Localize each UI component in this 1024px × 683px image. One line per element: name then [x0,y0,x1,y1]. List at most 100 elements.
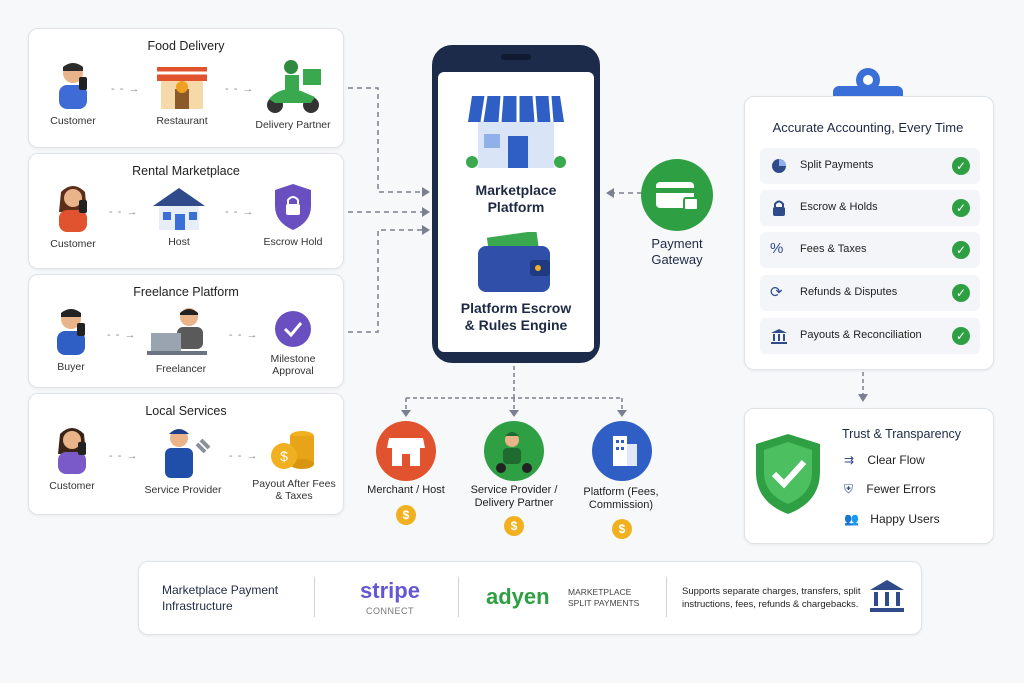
accounting-title: Accurate Accounting, Every Time [772,120,964,135]
accounting-row: % Fees & Taxes ✓ [760,232,980,268]
trust-title: Trust & Transparency [842,427,962,441]
payout-arrows [401,366,627,417]
person-phone-icon [59,186,87,232]
actor-label: Delivery Partner [255,119,331,131]
dashed-arrow: - - → [109,206,139,218]
actor-customer: Customer [41,182,105,250]
infra-title: Marketplace Payment Infrastructure [162,583,279,613]
dashed-arrow: - - → [111,83,141,95]
flow-lines-icon: ⇉ [844,453,855,467]
bank-icon [771,329,787,344]
actor-label: Customer [49,480,95,492]
merchant-icon [376,421,436,481]
actor-label: Service Provider [144,484,222,496]
coins-icon: $ [271,431,314,469]
phone-speaker [501,54,531,60]
trust-item-label: Clear Flow [867,453,925,467]
row-label: Payouts & Reconciliation [800,329,922,341]
person-phone-icon [59,63,87,109]
flow-title: Rental Marketplace [132,164,240,178]
actor-label: Payout After Fees & Taxes [252,478,336,502]
actor-customer: Customer [39,424,105,492]
flow-card-local: Local Services Customer - - → Service Pr… [28,393,344,515]
dashed-arrow: - - → [109,450,139,462]
payout-label: Service Provider / Delivery Partner [470,484,558,510]
infra-note: Supports separate charges, transfers, sp… [682,586,861,611]
flow-title: Food Delivery [147,39,225,53]
actor-label: Freelancer [155,363,207,375]
storefront-icon [466,95,566,168]
actor-customer: Customer [43,59,103,127]
coin-icon: $ [504,516,524,536]
actor-label: Milestone Approval [270,353,316,377]
gateway-label: Payment Gateway [651,236,703,268]
actor-service-provider: Service Provider [137,424,229,496]
check-icon: ✓ [952,327,970,345]
platform-title: Marketplace Platform [475,182,557,215]
actor-host: Host [143,184,215,248]
down-arrow [858,372,868,402]
technician-icon [165,429,211,478]
flow-card-rental: Rental Marketplace Customer - - → Host -… [28,153,344,269]
bank-icon [870,580,904,612]
trust-item: ⇉ Clear Flow [844,453,925,467]
wallet-icon [478,232,550,292]
house-icon [153,188,205,230]
users-icon: 👥 [844,512,859,526]
gateway-arrow [606,188,642,198]
row-label: Fees & Taxes [800,243,867,255]
percent-icon: % [770,240,784,257]
shield-lock-icon [275,184,311,230]
person-phone-icon [58,428,86,474]
accounting-row: Escrow & Holds ✓ [760,190,980,226]
infra-bar [138,561,922,635]
trust-item-label: Fewer Errors [866,482,936,496]
check-icon: ✓ [952,157,970,175]
actor-delivery: Delivery Partner [251,55,335,131]
shield-check-icon [756,434,820,514]
restaurant-icon [157,67,207,109]
delivery-partner-icon [484,421,544,481]
payout-label: Platform (Fees, Commission) [583,486,659,512]
coin-icon: $ [396,505,416,525]
check-circle-icon [275,311,311,347]
trust-item-label: Happy Users [870,512,940,526]
laptop-worker-icon [147,308,207,355]
flow-title: Local Services [145,404,227,418]
person-phone-icon [57,309,85,355]
svg-text:$: $ [280,448,288,464]
actor-freelancer: Freelancer [141,305,221,375]
refresh-icon: ⟳ [770,284,783,301]
shield-icon: ⛨ [844,482,854,496]
dashed-arrow: - - → [107,329,137,341]
flow-card-freelance: Freelance Platform Buyer - - → Freelance… [28,274,344,388]
trust-item: ⛨ Fewer Errors [844,482,936,497]
divider [458,577,459,617]
adyen-logo: adyen [486,584,550,609]
actor-escrow: Escrow Hold [253,182,333,248]
coin-icon: $ [612,519,632,539]
stripe-sub: CONNECT [366,606,414,616]
card-lock-icon [641,159,713,231]
divider [666,577,667,617]
row-label: Refunds & Disputes [800,286,898,298]
actor-label: Host [168,236,190,248]
trust-item: 👥 Happy Users [844,512,940,526]
connector-arrows [348,87,430,333]
actor-label: Customer [50,115,96,127]
dashed-arrow: - - → [229,329,259,341]
accounting-row: ⟳ Refunds & Disputes ✓ [760,275,980,311]
actor-restaurant: Restaurant [147,59,217,127]
building-icon [592,421,652,481]
lock-icon [773,200,785,216]
adyen-sub: MARKETPLACE SPLIT PAYMENTS [568,587,640,609]
accounting-row: Payouts & Reconciliation ✓ [760,318,980,354]
row-label: Split Payments [800,159,874,171]
dashed-arrow: - - → [229,450,259,462]
flow-title: Freelance Platform [133,285,239,299]
actor-label: Buyer [57,361,85,373]
dashed-arrow: - - → [225,83,255,95]
actor-buyer: Buyer [39,305,103,373]
actor-label: Customer [50,238,96,250]
pie-chart-icon [772,159,786,173]
